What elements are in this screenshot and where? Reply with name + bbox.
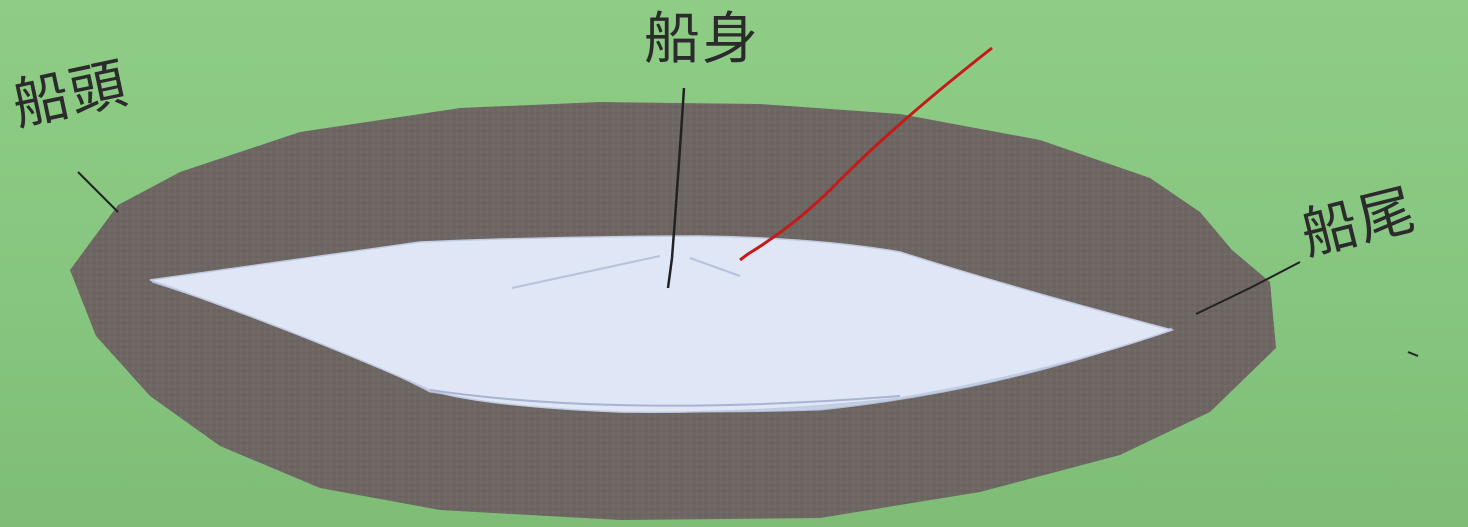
bow-leader-line	[78, 172, 118, 212]
small-ink-mark	[1408, 352, 1418, 356]
hull-label: 船身	[644, 12, 760, 68]
